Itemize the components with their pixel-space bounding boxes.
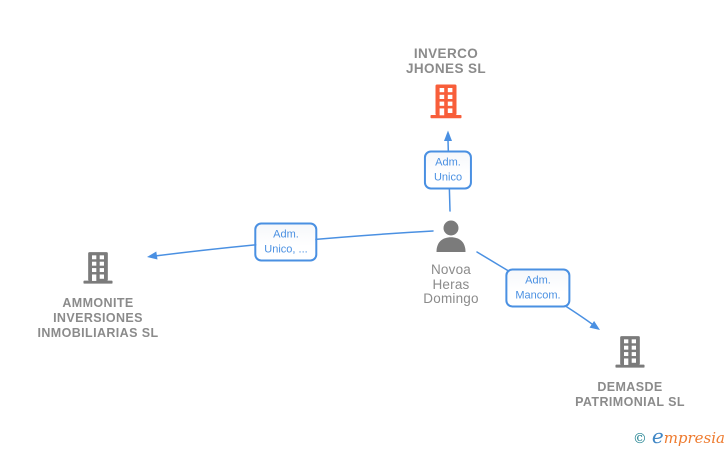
edge-label-adm-mancom[interactable]: Adm. Mancom. (505, 268, 571, 308)
company-name-label: AMMONITE INVERSIONES INMOBILIARIAS SL (37, 296, 159, 340)
empresia-watermark: © e mpresia (632, 424, 725, 448)
company-name-label: INVERCO JHONES SL (405, 46, 487, 76)
arrowhead-left (147, 251, 158, 260)
arrowhead-up (444, 130, 452, 141)
edge-label-adm-unico-more[interactable]: Adm. Unico, ... (254, 222, 318, 262)
node-person-novoa-heras-domingo[interactable]: Novoa Heras Domingo (366, 220, 536, 307)
node-ammonite-inversiones-inmobiliarias-sl[interactable]: AMMONITE INVERSIONES INMOBILIARIAS SL (13, 251, 183, 341)
person-icon (434, 220, 468, 257)
copyright-icon: © (632, 431, 647, 447)
company-name-label: DEMASDE PATRIMONIAL SL (575, 380, 685, 409)
brand-logo-initial: e (651, 424, 664, 448)
arrowhead-down-right (589, 321, 600, 330)
node-inverco-jhones-sl[interactable]: INVERCO JHONES SL (361, 46, 531, 124)
person-name-label: Novoa Heras Domingo (423, 262, 479, 306)
building-icon (615, 335, 645, 374)
node-demasde-patrimonial-sl[interactable]: DEMASDE PATRIMONIAL SL (545, 335, 715, 410)
building-icon (83, 251, 113, 290)
building-icon (430, 84, 462, 124)
brand-logo-text: mpresia (663, 429, 725, 447)
edge-label-adm-unico[interactable]: Adm. Unico (423, 150, 473, 190)
